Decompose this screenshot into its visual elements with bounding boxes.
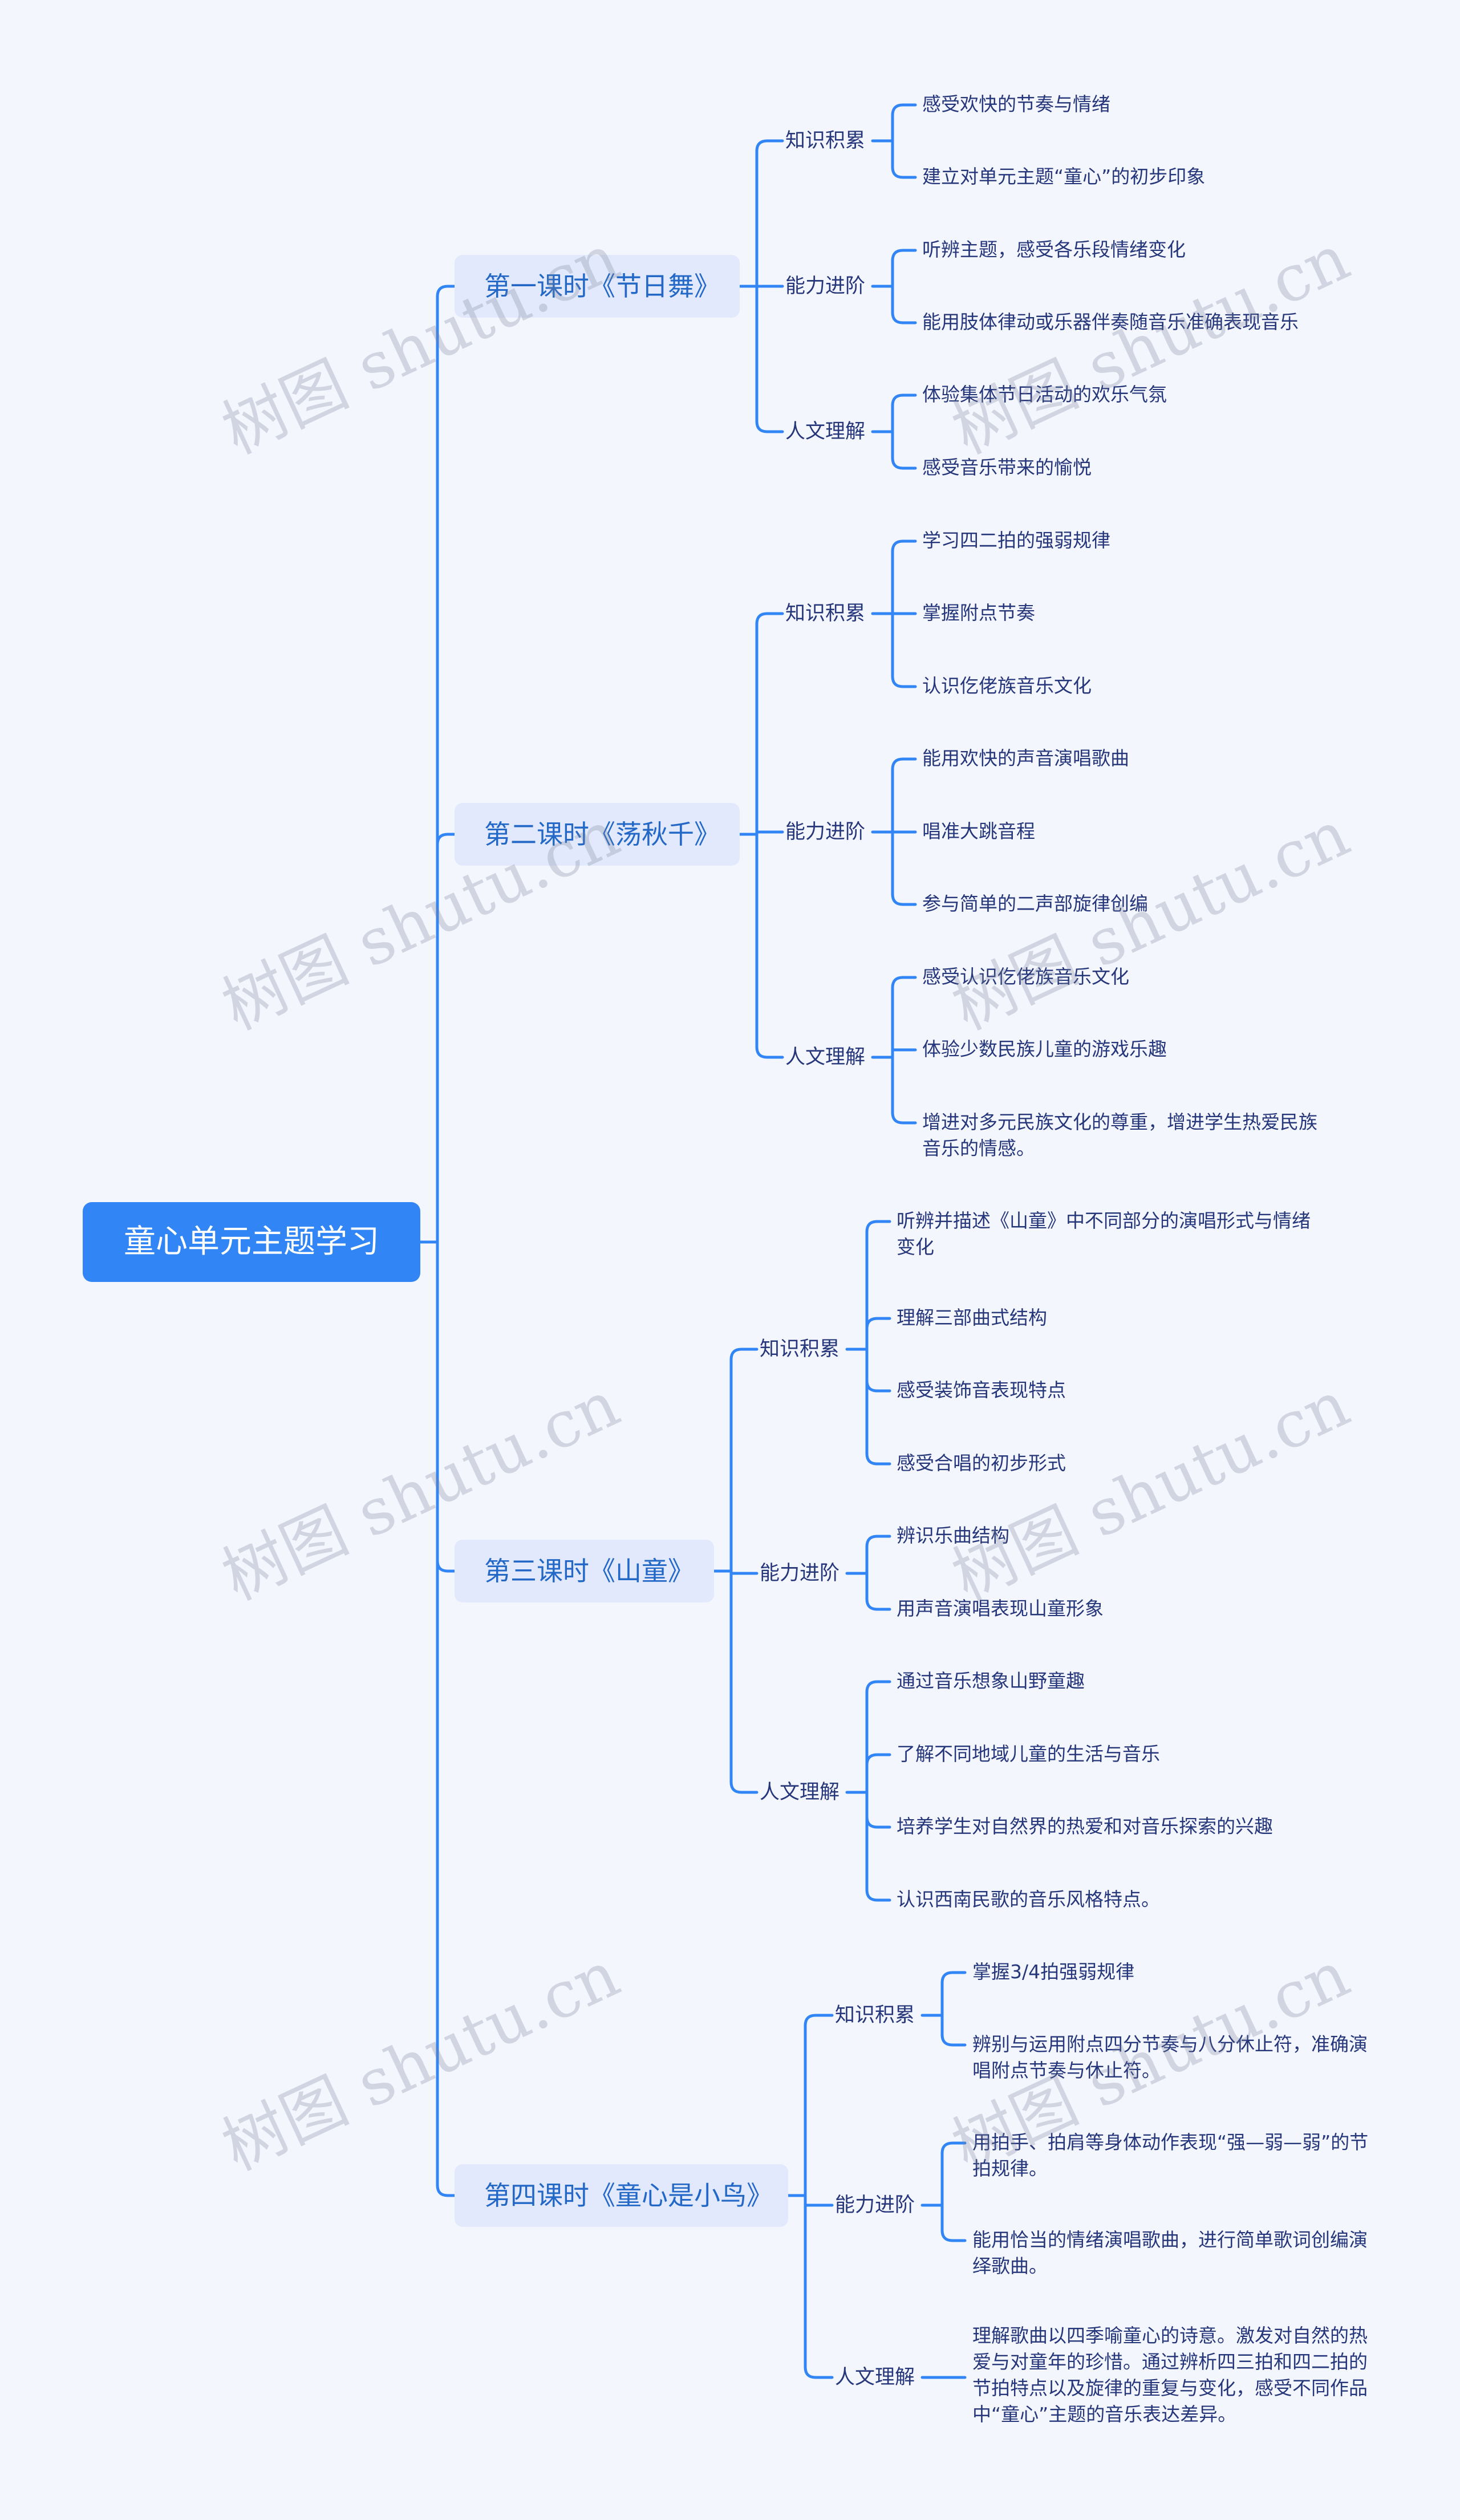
connector-line [891,393,917,407]
connector-line [755,612,784,626]
leaf-node[interactable]: 能用肢体律动或乐器伴奏随音乐准确表现音乐 [922,311,1299,333]
leaf-node[interactable]: 培养学生对自然界的热爱和对音乐探索的兴趣 [897,1815,1273,1837]
category-node[interactable]: 知识积累 [785,602,866,625]
connector-line [436,1559,456,1573]
leaf-node[interactable]: 掌握3/4拍强弱规律 [972,1961,1135,1983]
connector-line [891,456,917,470]
connector-line [865,1220,891,1233]
category-node[interactable]: 人文理解 [785,1046,866,1069]
connector-line [891,757,917,771]
connector-line [865,1452,891,1466]
category-node[interactable]: 能力进阶 [785,821,866,843]
leaf-node[interactable]: 增进对多元民族文化的尊重，增进学生热爱民族音乐的情感。 [922,1111,1317,1159]
connector-line [940,2229,967,2242]
leaf-node[interactable]: 参与简单的二声部旋律创编 [922,892,1148,915]
category-node[interactable]: 能力进阶 [835,2194,915,2217]
connector-line [865,1815,891,1829]
connector-line [891,539,917,553]
leaf-node[interactable]: 感受装饰音表现特点 [897,1379,1066,1401]
connector-line [891,311,917,324]
connector-line [891,976,917,989]
connector-line [891,165,917,179]
connector-line [729,1348,759,1361]
connector-line [865,1888,891,1902]
leaf-node[interactable]: 理解三部曲式结构 [897,1306,1047,1329]
connector-line [755,139,784,153]
category-node[interactable]: 知识积累 [835,2004,915,2027]
lesson-node-2[interactable]: 第二课时《荡秋千》 [455,803,740,866]
category-node[interactable]: 人文理解 [835,2366,915,2389]
connector-line [891,103,917,117]
leaf-node[interactable]: 认识西南民歌的音乐风格特点。 [897,1888,1160,1910]
connector-line [891,1111,917,1125]
category-node[interactable]: 能力进阶 [785,275,866,298]
leaf-node[interactable]: 建立对单元主题“童心”的初步印象 [922,165,1206,188]
leaf-node[interactable]: 听辨主题，感受各乐段情绪变化 [922,238,1186,261]
leaf-node[interactable]: 能用欢快的声音演唱歌曲 [922,747,1129,769]
leaf-node[interactable]: 用拍手、拍肩等身体动作表现“强—弱—弱”的节拍规律。 [972,2131,1369,2180]
leaf-node[interactable]: 学习四二拍的强弱规律 [922,529,1110,551]
connector-line [940,1971,967,1985]
category-node[interactable]: 知识积累 [785,129,866,152]
connector-line [436,285,456,298]
connector-line [865,1753,891,1767]
category-node[interactable]: 能力进阶 [760,1562,840,1585]
lesson-node-4[interactable]: 第四课时《童心是小鸟》 [455,2164,788,2227]
lesson-node-3[interactable]: 第三课时《山童》 [455,1540,714,1602]
leaf-node[interactable]: 认识仡佬族音乐文化 [922,675,1092,697]
root-node[interactable]: 童心单元主题学习 [83,1202,420,1282]
leaf-node[interactable]: 用声音演唱表现山童形象 [897,1597,1104,1620]
connector-line [940,2033,967,2047]
leaf-node[interactable]: 通过音乐想象山野童趣 [897,1670,1085,1692]
connector-line [891,249,917,262]
leaf-node[interactable]: 感受认识仡佬族音乐文化 [922,965,1129,988]
connector-line [436,833,456,846]
connector-line [755,420,784,433]
connector-line [755,1045,784,1059]
category-node[interactable]: 人文理解 [760,1781,840,1804]
category-node[interactable]: 人文理解 [785,420,866,443]
leaf-node[interactable]: 掌握附点节奏 [922,602,1035,624]
leaf-node[interactable]: 体验集体节日活动的欢乐气氛 [922,383,1167,405]
connector-line [891,892,917,906]
lesson-node-1[interactable]: 第一课时《节日舞》 [455,255,740,318]
leaf-node[interactable]: 感受合唱的初步形式 [897,1452,1066,1474]
leaf-node[interactable]: 体验少数民族儿童的游戏乐趣 [922,1038,1167,1060]
connector-line [940,2141,967,2155]
connector-line [804,2365,834,2379]
leaf-node[interactable]: 辨识乐曲结构 [897,1524,1009,1547]
leaf-node[interactable]: 听辨并描述《山童》中不同部分的演唱形式与情绪变化 [897,1210,1311,1258]
leaf-node[interactable]: 感受欢快的节奏与情绪 [922,93,1110,115]
leaf-node[interactable]: 感受音乐带来的愉悦 [922,456,1092,478]
connector-line [865,1680,891,1694]
connector-line [891,675,917,688]
connector-line [865,1317,891,1330]
connector-line [804,2014,834,2027]
connector-line [436,2184,456,2197]
leaf-node[interactable]: 能用恰当的情绪演唱歌曲，进行简单歌词创编演绎歌曲。 [972,2229,1368,2277]
connector-line [729,1780,759,1794]
connector-line [865,1379,891,1393]
leaf-node[interactable]: 辨别与运用附点四分节奏与八分休止符，准确演唱附点节奏与休止符。 [972,2033,1368,2081]
leaf-node[interactable]: 了解不同地域儿童的生活与音乐 [897,1743,1160,1765]
leaf-node[interactable]: 理解歌曲以四季喻童心的诗意。激发对自然的热爱与对童年的珍惜。通过辨析四三拍和四二… [972,2324,1368,2425]
connector-line [865,1535,891,1548]
category-node[interactable]: 知识积累 [760,1338,840,1361]
leaf-node[interactable]: 唱准大跳音程 [922,820,1035,842]
connector-line [865,1597,891,1611]
